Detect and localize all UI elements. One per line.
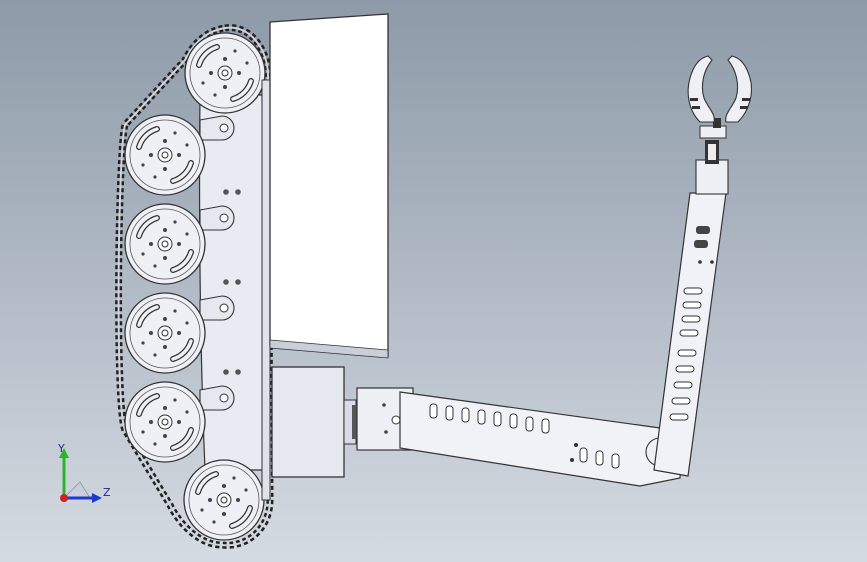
road-wheel[interactable] [125, 115, 205, 195]
triad-y-label: Y [58, 442, 65, 455]
arm-upper[interactable] [653, 192, 727, 477]
motor-box[interactable] [271, 366, 345, 478]
suspension-bracket [199, 115, 235, 141]
road-wheel[interactable] [125, 204, 205, 284]
suspension-bracket [199, 205, 235, 231]
side-plate-holes [223, 189, 241, 375]
coordinate-triad-icon [59, 448, 102, 503]
wrist[interactable] [695, 118, 729, 195]
drive-wheel-top[interactable] [185, 33, 265, 113]
triad-z-label: Z [103, 486, 111, 499]
track-rail [261, 79, 271, 501]
track-assembly[interactable] [115, 24, 274, 549]
side-plate [198, 94, 266, 471]
road-wheel[interactable] [125, 293, 205, 373]
drive-wheel-bottom[interactable] [184, 460, 264, 540]
road-wheel[interactable] [125, 382, 205, 462]
body-panel[interactable] [269, 13, 389, 357]
arm-lower[interactable] [399, 391, 683, 487]
gripper[interactable] [687, 55, 753, 123]
suspension-bracket [199, 295, 235, 321]
suspension-bracket [199, 385, 235, 411]
